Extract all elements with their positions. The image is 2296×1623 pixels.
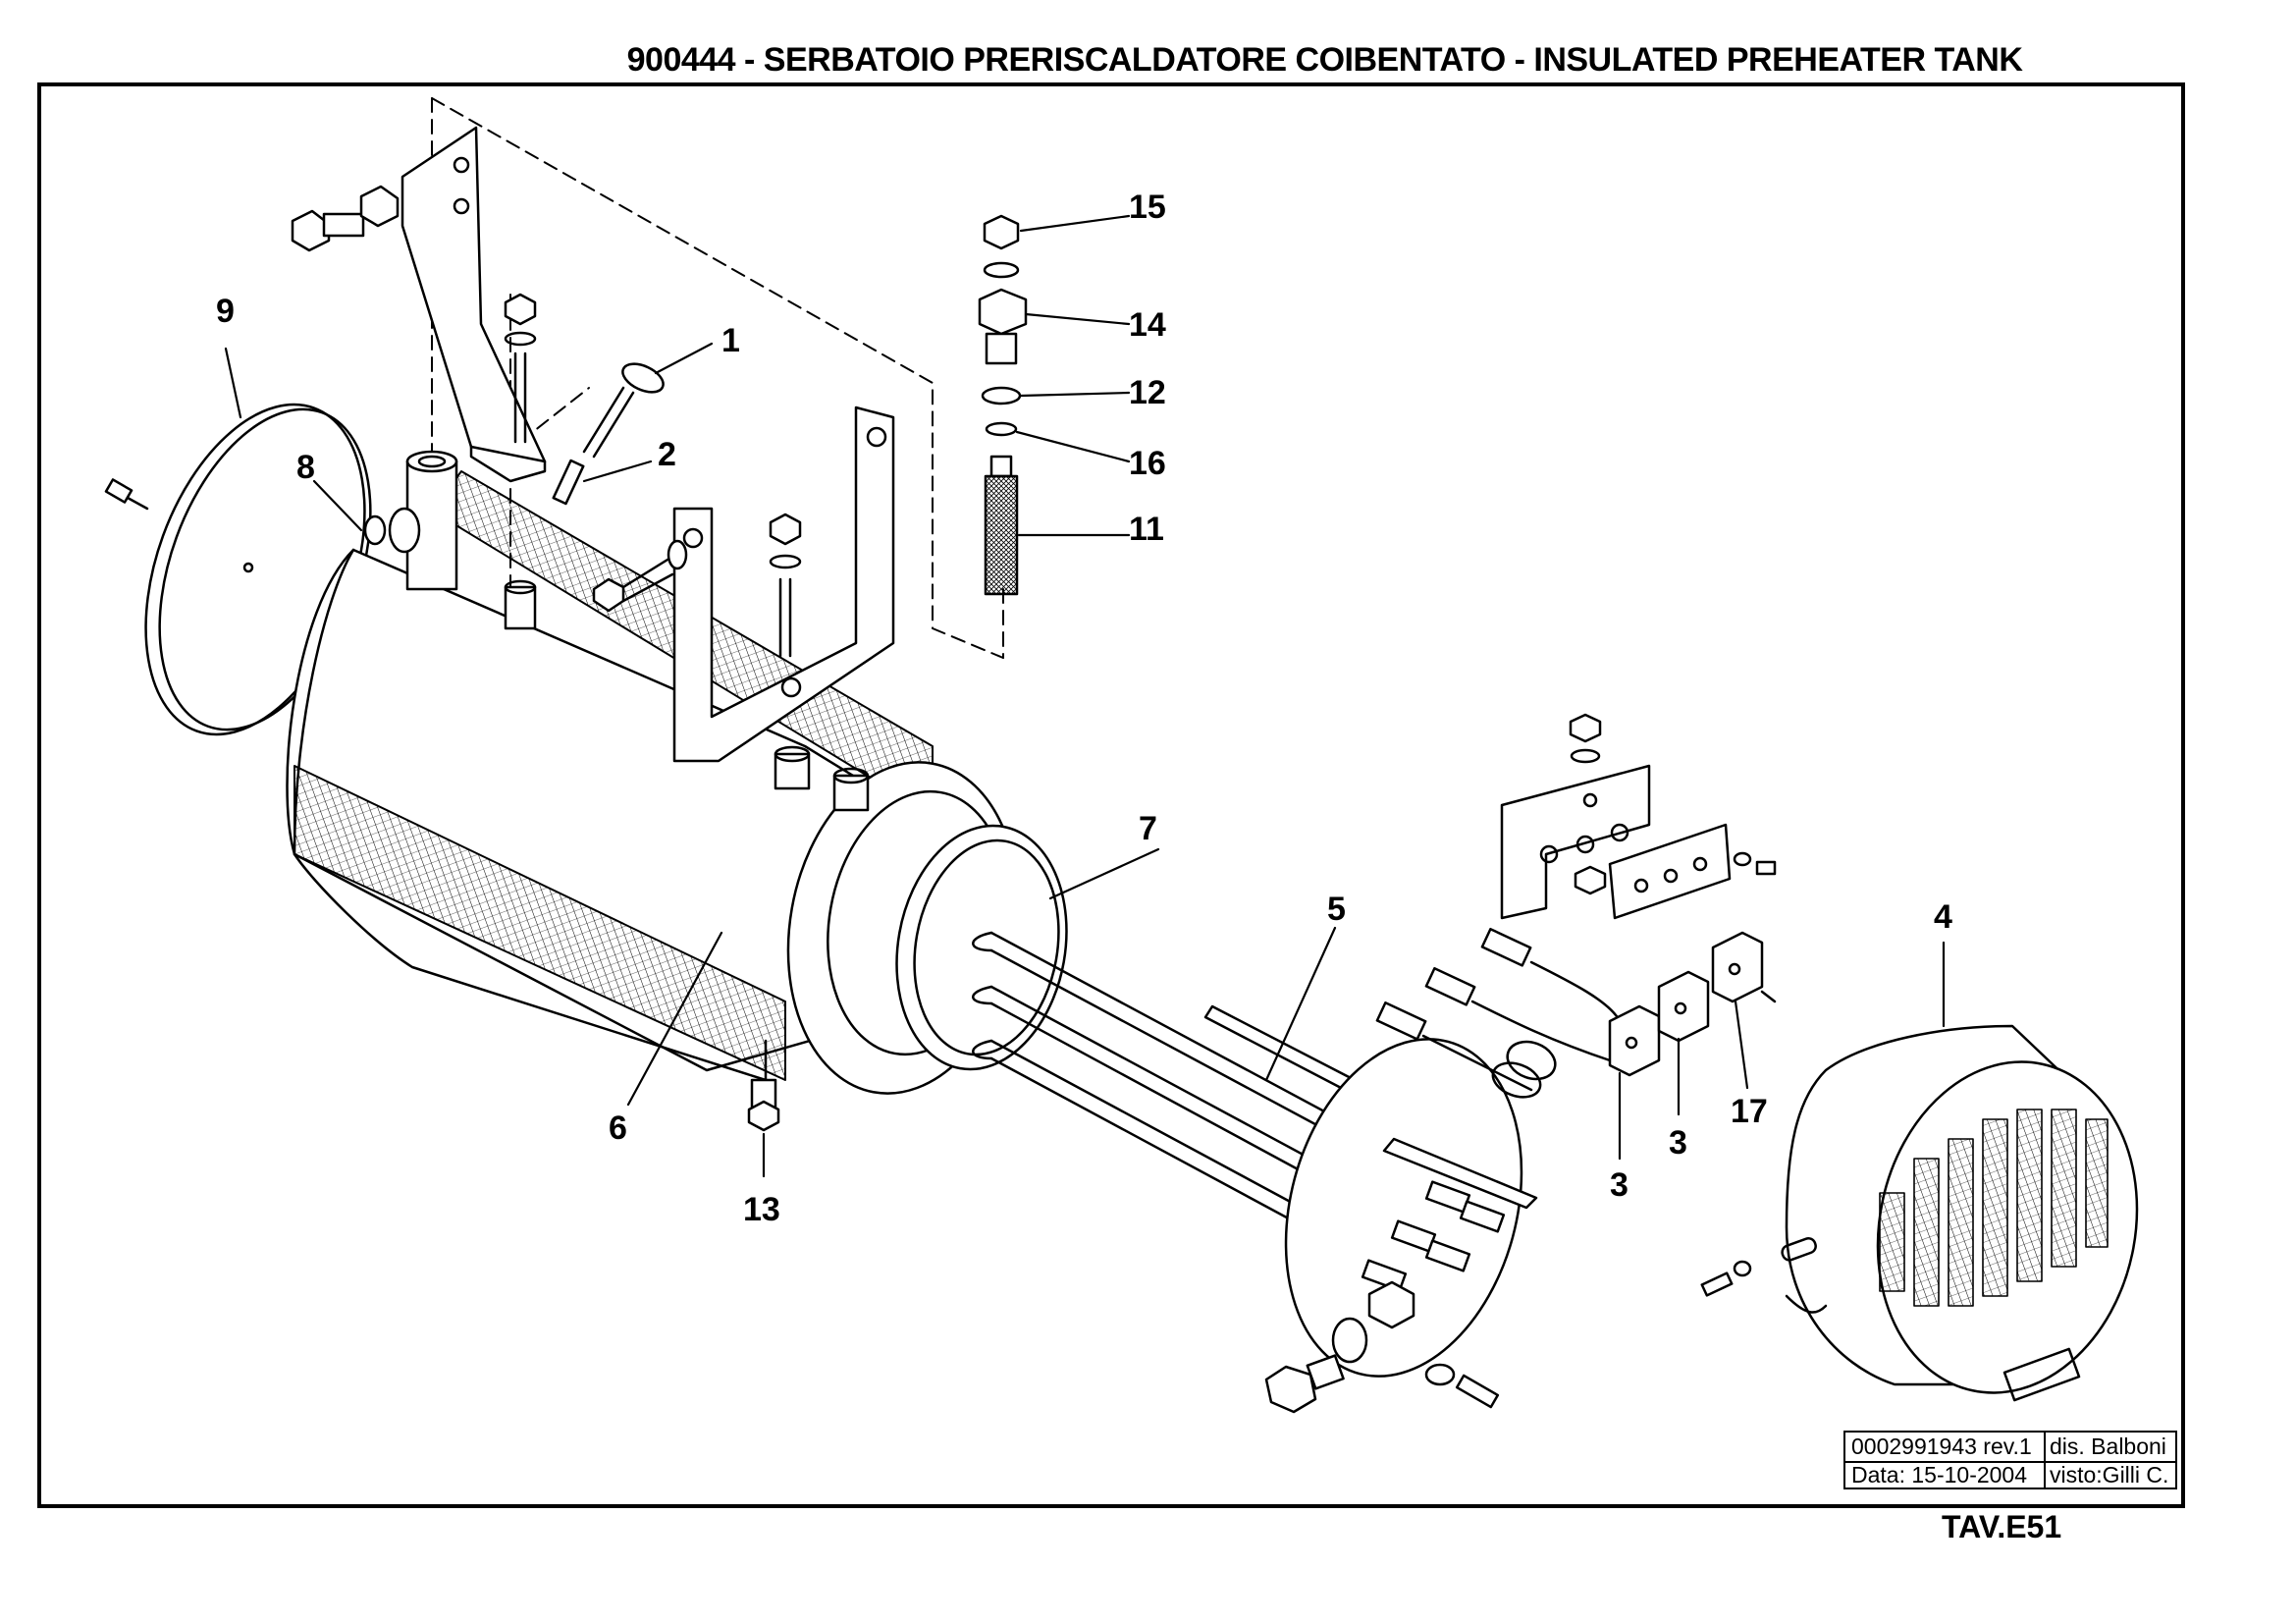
callout-2: 2 (658, 436, 676, 473)
mounting-plate (400, 126, 547, 483)
callout-15: 15 (1129, 189, 1166, 226)
item-4-cover (1781, 1024, 2139, 1402)
title-block: 0002991943 rev.1 dis. Balboni Data: 15-1… (1843, 1431, 2177, 1489)
item-17-thermostat (1711, 931, 1777, 1003)
bottom-screw (1424, 1363, 1500, 1409)
stud-with-nuts (504, 293, 537, 630)
probes (1375, 927, 1622, 1099)
callout-17: 17 (1731, 1093, 1768, 1130)
heater-flange-plate (1284, 1038, 1538, 1378)
item-14-valve-body (978, 288, 1028, 365)
callout-1: 1 (721, 322, 740, 359)
drawing-number: 0002991943 rev.1 (1845, 1433, 2046, 1461)
checked-by: visto:Gilli C. (2050, 1462, 2169, 1488)
item-2-pin (552, 459, 585, 506)
drawing-frame (37, 82, 2185, 1508)
callout-labels: 1 2 15 14 12 16 11 9 8 7 5 6 13 4 3 3 17 (216, 189, 1952, 1228)
cover-screw (1700, 1260, 1752, 1297)
leader-lines (224, 214, 1946, 1178)
bracket-bolt (592, 539, 688, 613)
drawn-by: dis. Balboni (2050, 1434, 2166, 1459)
item-11-filter (984, 455, 1019, 596)
callout-11: 11 (1129, 511, 1164, 548)
u-bracket-stud (769, 513, 802, 658)
callout-5: 5 (1327, 891, 1346, 928)
item-15-plug (983, 214, 1020, 250)
thermostat-gasket (1608, 823, 1732, 920)
thermostat-b (1657, 970, 1710, 1043)
callout-4: 4 (1934, 898, 1952, 936)
callout-3-left: 3 (1610, 1166, 1629, 1204)
item-16-o-ring (985, 421, 1018, 437)
callout-3-right: 3 (1669, 1124, 1687, 1162)
callout-14: 14 (1129, 306, 1166, 344)
callout-13: 13 (743, 1191, 780, 1228)
callout-6: 6 (609, 1109, 627, 1147)
sheet-reference: TAV.E51 (1942, 1509, 2062, 1544)
callout-12: 12 (1129, 374, 1166, 411)
callout-8: 8 (296, 449, 315, 486)
u-bracket (672, 406, 895, 763)
thermostat-a (1608, 1004, 1661, 1077)
bracket-bolts (291, 185, 400, 252)
tank-sockets (774, 745, 870, 812)
item-12-o-ring (981, 386, 1022, 406)
drawing-date: Data: 15-10-2004 (1845, 1461, 2046, 1489)
drawing-title: 900444 - SERBATOIO PRERISCALDATORE COIBE… (626, 41, 2023, 79)
cap-screw (104, 478, 149, 511)
washer (983, 261, 1020, 279)
item-13-drain-plug (747, 1078, 780, 1132)
tee-fitting (363, 450, 458, 591)
item-1-knob (582, 362, 665, 459)
callout-9: 9 (216, 293, 235, 330)
callout-16: 16 (1129, 445, 1166, 482)
gasket-screw (1733, 851, 1777, 876)
callout-7: 7 (1139, 810, 1157, 847)
thermostat-bracket (1500, 713, 1651, 920)
heater-fitting (1264, 1354, 1345, 1414)
tank-flange (786, 761, 1068, 1095)
